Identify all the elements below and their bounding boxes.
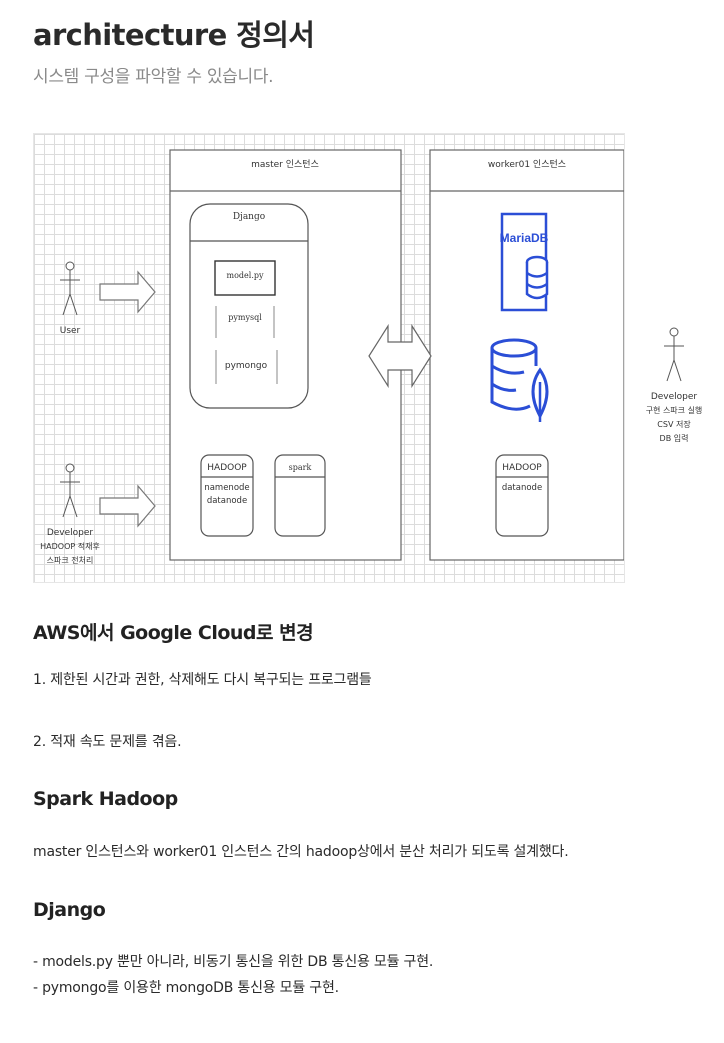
mariadb-icon: MariaDB	[500, 212, 549, 312]
django-line-1: - models.py 뿐만 아니라, 비동기 통신을 위한 DB 통신용 모듈…	[33, 954, 434, 970]
worker-datanode: datanode	[502, 483, 542, 493]
architecture-diagram: master 인스턴스 Django model.py pymysql pymo…	[33, 133, 625, 583]
bidirectional-arrow-icon	[368, 323, 432, 389]
worker-hadoop-box: HADOOP datanode	[495, 454, 549, 537]
master-datanode: datanode	[207, 496, 247, 506]
user-arrow-icon	[99, 270, 156, 314]
master-hadoop-title: HADOOP	[207, 463, 247, 473]
developer-left-line3: 스파크 전처리	[47, 555, 94, 565]
spark-hadoop-body: master 인스턴스와 worker01 인스턴스 간의 hadoop상에서 …	[33, 844, 569, 860]
mongodb-icon	[490, 338, 549, 422]
developer-left-line2: HADOOP 적재후	[40, 541, 100, 551]
user-actor-icon	[60, 261, 80, 316]
page-title: architecture 정의서	[33, 18, 315, 52]
spark-hadoop-heading: Spark Hadoop	[33, 788, 178, 810]
spark-label: spark	[289, 463, 312, 472]
user-label: User	[60, 326, 81, 336]
developer-left-actor-icon	[60, 463, 80, 518]
developer-arrow-icon	[99, 484, 156, 528]
django-heading: Django	[33, 899, 106, 921]
django-box: Django model.py pymysql pymongo	[189, 203, 309, 409]
module-model-py: model.py	[227, 271, 264, 280]
developer-right-figure: Developer 구현 스파크 실행 CSV 저장 DB 입력	[646, 327, 703, 443]
worker-hadoop-title: HADOOP	[502, 463, 542, 473]
module-pymysql: pymysql	[228, 313, 262, 322]
developer-right-line4: DB 입력	[660, 433, 689, 443]
aws-heading: AWS에서 Google Cloud로 변경	[33, 622, 314, 644]
aws-item-1: 1. 제한된 시간과 권한, 삭제해도 다시 복구되는 프로그램들	[33, 672, 372, 688]
aws-item-2: 2. 적재 속도 문제를 겪음.	[33, 734, 182, 750]
page-subtitle: 시스템 구성을 파악할 수 있습니다.	[33, 67, 274, 87]
mariadb-label: MariaDB	[500, 231, 549, 245]
master-title: master 인스턴스	[251, 159, 319, 170]
developer-right-line3: CSV 저장	[657, 419, 691, 429]
developer-right-stick-icon	[664, 327, 684, 382]
developer-right-line2: 구현 스파크 실행	[646, 405, 703, 415]
module-pymongo: pymongo	[225, 361, 268, 371]
diagram-canvas: master 인스턴스 Django model.py pymysql pymo…	[40, 149, 624, 565]
master-hadoop-box: HADOOP namenode datanode	[200, 454, 254, 537]
spark-box: spark	[274, 454, 326, 537]
django-label: Django	[233, 212, 265, 222]
developer-left-label: Developer	[47, 528, 94, 538]
developer-right-label: Developer	[651, 392, 698, 402]
worker-title: worker01 인스턴스	[488, 159, 566, 170]
django-line-2: - pymongo를 이용한 mongoDB 통신용 모듈 구현.	[33, 980, 339, 996]
master-namenode: namenode	[204, 483, 249, 493]
